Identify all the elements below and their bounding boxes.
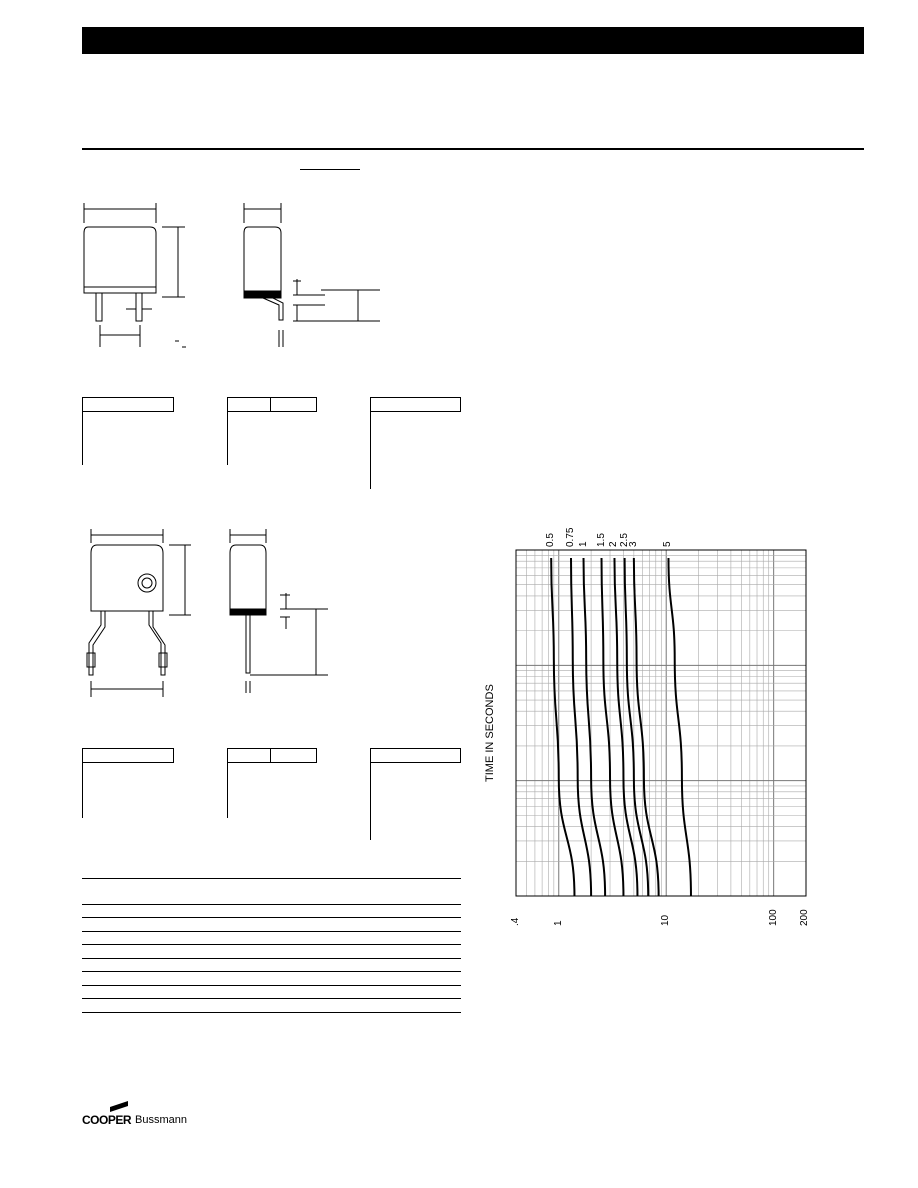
- series-label: 3: [627, 541, 639, 547]
- logo-mark-icon: [110, 1101, 128, 1112]
- ratings-table-rule: [82, 985, 461, 986]
- ratings-table-rule: [82, 878, 461, 879]
- ratings-table-rule: [82, 958, 461, 959]
- dimension-table-b-split: [270, 397, 271, 412]
- series-curve: [632, 557, 660, 897]
- ratings-table-rule: [82, 1012, 461, 1013]
- dimension-table-e-split: [270, 748, 271, 763]
- series-label: 1.5: [595, 533, 607, 547]
- ratings-table-rule: [82, 931, 461, 932]
- ratings-table-rule: [82, 904, 461, 905]
- dimension-table-d-header: [82, 748, 174, 763]
- series-label: 2: [608, 541, 620, 547]
- series-label: 0.75: [565, 527, 576, 547]
- dimension-table-c-header: [370, 397, 461, 412]
- cooper-bussmann-logo: COOPER Bussmann: [82, 1100, 212, 1130]
- ratings-table-rule: [82, 917, 461, 918]
- series-curve: [623, 557, 650, 897]
- series-curve: [550, 557, 576, 897]
- x-tick-label: 100: [767, 909, 779, 926]
- fuse-side-view-drawing: [243, 203, 380, 347]
- series-curve: [582, 557, 607, 897]
- ratings-table-rule: [82, 944, 461, 945]
- ratings-table-rule: [82, 971, 461, 972]
- fuse-front-view-drawing: [83, 203, 186, 348]
- fuse-formed-lead-side-drawing: [229, 529, 328, 693]
- series-curve: [613, 557, 639, 897]
- header-rule: [82, 148, 864, 150]
- dimension-table-a-header: [82, 397, 174, 412]
- logo-cooper-text: COOPER: [82, 1113, 132, 1127]
- dimension-table-f-header: [370, 748, 461, 763]
- dimension-table-d-rule: [82, 748, 83, 818]
- series-curve: [600, 557, 625, 897]
- series-label: 5: [662, 541, 674, 547]
- dimension-table-f-rule: [370, 748, 371, 840]
- dimension-table-a-rule: [82, 397, 83, 465]
- dimension-table-e-rule: [227, 748, 228, 818]
- time-current-chart: [515, 549, 807, 897]
- series-curve: [667, 557, 692, 897]
- dimension-table-c-rule: [370, 397, 371, 489]
- series-label: 1: [577, 541, 589, 547]
- ratings-table-rule: [82, 998, 461, 999]
- dimension-table-e-header: [227, 748, 317, 763]
- series-label: 0.5: [545, 533, 557, 547]
- series-curve: [570, 557, 593, 897]
- x-tick-label: 1: [552, 920, 564, 926]
- dimension-table-b-rule: [227, 397, 228, 465]
- x-tick-label: 200: [799, 909, 810, 926]
- fuse-formed-lead-front-drawing: [86, 529, 191, 697]
- x-tick-label: 10: [660, 914, 672, 926]
- dimension-table-b-header: [227, 397, 317, 412]
- x-tick-label: .4: [510, 917, 521, 926]
- y-axis-label: TIME IN SECONDS: [484, 684, 496, 782]
- header-bar: [82, 27, 864, 54]
- logo-bussmann-text: Bussmann: [135, 1114, 187, 1126]
- section-underline: [300, 169, 360, 170]
